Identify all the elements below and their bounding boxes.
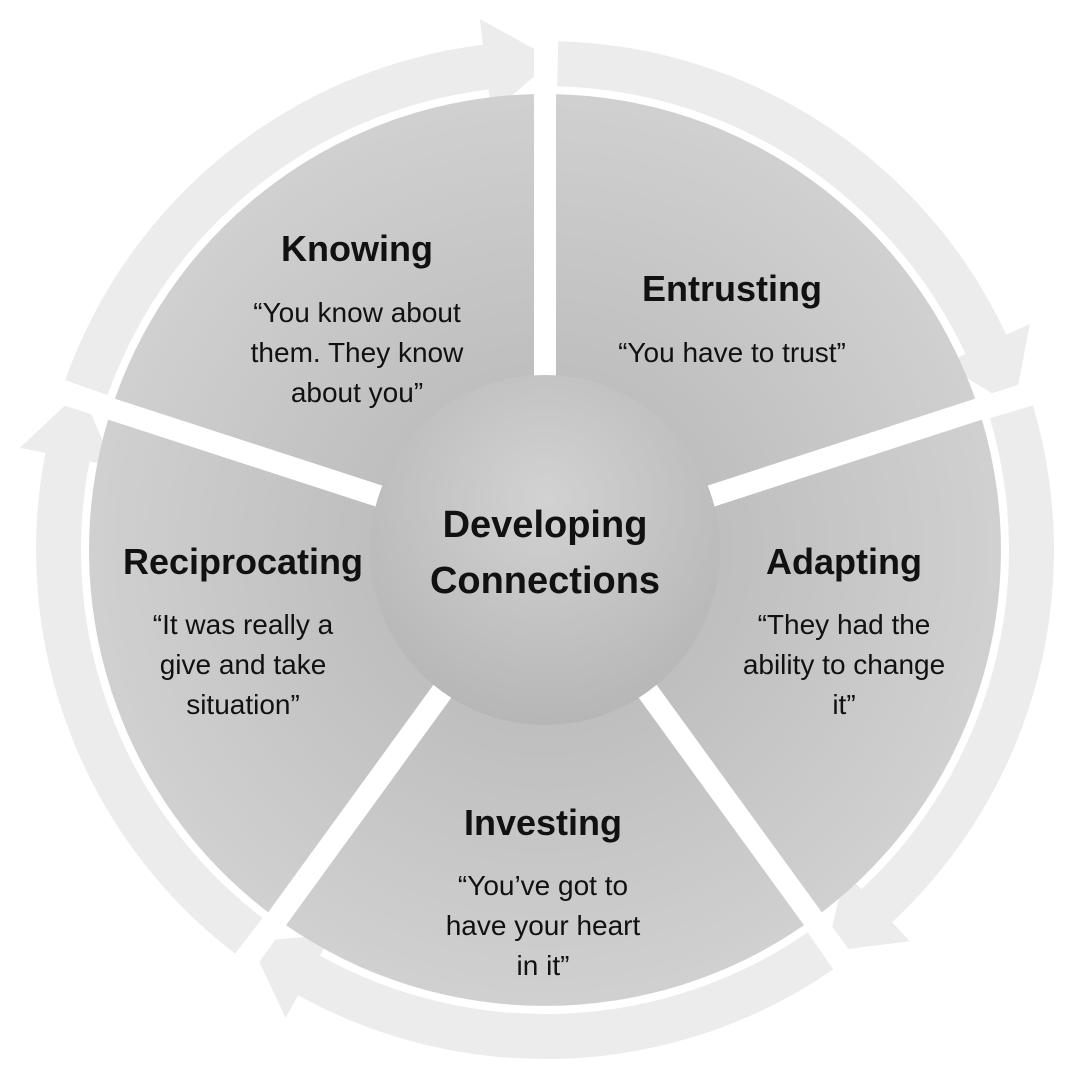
segment-quote-knowing-line-2: them. They know bbox=[251, 337, 464, 368]
segment-adapting-text: Adapting “They had the ability to change… bbox=[743, 541, 945, 720]
segment-quote-knowing-line-1: “You know about bbox=[253, 297, 461, 328]
segment-wedge-investing bbox=[284, 550, 806, 1006]
ring-arrow-adapting bbox=[826, 405, 1054, 952]
center-label-line-2: Connections bbox=[430, 560, 660, 602]
segment-quote-reciprocating-line-1: “It was really a bbox=[153, 609, 334, 640]
segment-title-investing: Investing bbox=[464, 802, 622, 843]
segment-title-reciprocating: Reciprocating bbox=[123, 541, 363, 582]
segment-quote-investing-line-1: “You’ve got to bbox=[458, 870, 628, 901]
segment-quote-adapting-line-3: it” bbox=[832, 689, 855, 720]
center-hub-circle bbox=[370, 375, 720, 725]
segment-title-entrusting: Entrusting bbox=[642, 268, 822, 309]
segment-quote-adapting-line-2: ability to change bbox=[743, 649, 945, 680]
segment-quote-reciprocating-line-2: give and take bbox=[160, 649, 327, 680]
segment-quote-investing-line-3: in it” bbox=[517, 950, 570, 981]
segment-reciprocating-text: Reciprocating “It was really a give and … bbox=[123, 541, 363, 720]
segment-quote-knowing-line-3: about you” bbox=[291, 377, 423, 408]
ring-arrow-entrusting bbox=[557, 41, 1030, 407]
segment-quote-reciprocating-line-3: situation” bbox=[186, 689, 300, 720]
center-label-line-1: Developing bbox=[443, 504, 648, 546]
center-hub: Developing Connections bbox=[370, 375, 720, 725]
ring-arrow-investing bbox=[249, 932, 834, 1060]
segment-quote-adapting-line-1: “They had the bbox=[758, 609, 931, 640]
segment-knowing-text: Knowing “You know about them. They know … bbox=[251, 228, 464, 408]
ring-arrow-knowing bbox=[65, 19, 554, 396]
segment-title-adapting: Adapting bbox=[766, 541, 922, 582]
segment-title-knowing: Knowing bbox=[281, 228, 433, 269]
outer-arrow-ring bbox=[19, 19, 1054, 1060]
segment-quote-investing-line-2: have your heart bbox=[446, 910, 641, 941]
segment-entrusting-text: Entrusting “You have to trust” bbox=[618, 268, 846, 368]
segment-investing-text: Investing “You’ve got to have your heart… bbox=[446, 802, 641, 981]
segment-quote-entrusting-line-1: “You have to trust” bbox=[618, 337, 846, 368]
ring-arrow-reciprocating bbox=[19, 390, 263, 954]
